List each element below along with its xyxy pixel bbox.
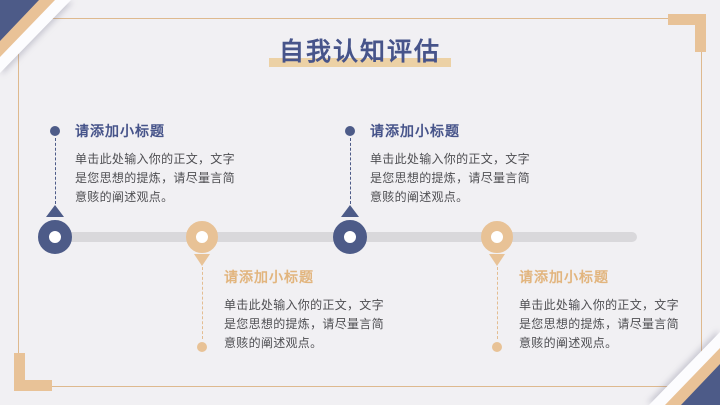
connector-end-dot xyxy=(345,126,355,136)
milestone-title: 请添加小标题 xyxy=(519,269,609,285)
timeline-node-icon xyxy=(333,220,367,254)
page-title: 自我认知评估 xyxy=(278,38,441,66)
timeline-node-icon xyxy=(186,221,218,253)
arrow-down-icon xyxy=(194,254,210,266)
connector-end-dot xyxy=(492,342,502,352)
corner-decoration-bottom-right xyxy=(628,313,720,405)
corner-bracket-bottom-left xyxy=(14,353,25,391)
corner-bracket-top-right xyxy=(668,14,706,25)
milestone-title: 请添加小标题 xyxy=(75,123,165,139)
milestone-text-block: 请添加小标题 单击此处输入你的正文，文字是您思想的提炼，请尽量言简意赅的阐述观点… xyxy=(224,267,396,353)
timeline-node-icon xyxy=(481,221,513,253)
milestone-text-block: 请添加小标题 单击此处输入你的正文，文字是您思想的提炼，请尽量言简意赅的阐述观点… xyxy=(75,121,247,207)
milestone-body: 单击此处输入你的正文，文字是您思想的提炼，请尽量言简意赅的阐述观点。 xyxy=(370,152,530,204)
timeline-node-icon xyxy=(38,220,72,254)
title-highlight-bar xyxy=(268,58,451,67)
arrow-up-icon xyxy=(341,205,359,217)
dashed-connector-line xyxy=(497,267,498,339)
milestone-body: 单击此处输入你的正文，文字是您思想的提炼，请尽量言简意赅的阐述观点。 xyxy=(224,298,384,350)
arrow-down-icon xyxy=(489,254,505,266)
corner-decoration-top-left xyxy=(0,0,92,92)
dashed-connector-line xyxy=(350,138,351,204)
dashed-connector-line xyxy=(202,267,203,339)
connector-end-dot xyxy=(50,126,60,136)
connector-end-dot xyxy=(197,342,207,352)
arrow-up-icon xyxy=(46,205,64,217)
corner-bracket-top-right xyxy=(695,14,706,52)
milestone-title: 请添加小标题 xyxy=(224,269,314,285)
title-area: 自我认知评估 xyxy=(0,32,720,68)
milestone-title: 请添加小标题 xyxy=(370,123,460,139)
dashed-connector-line xyxy=(55,138,56,204)
milestone-body: 单击此处输入你的正文，文字是您思想的提炼，请尽量言简意赅的阐述观点。 xyxy=(75,152,235,204)
milestone-text-block: 请添加小标题 单击此处输入你的正文，文字是您思想的提炼，请尽量言简意赅的阐述观点… xyxy=(370,121,542,207)
corner-bracket-bottom-left xyxy=(14,380,52,391)
milestone-text-block: 请添加小标题 单击此处输入你的正文，文字是您思想的提炼，请尽量言简意赅的阐述观点… xyxy=(519,267,691,353)
milestone-body: 单击此处输入你的正文，文字是您思想的提炼，请尽量言简意赅的阐述观点。 xyxy=(519,298,679,350)
